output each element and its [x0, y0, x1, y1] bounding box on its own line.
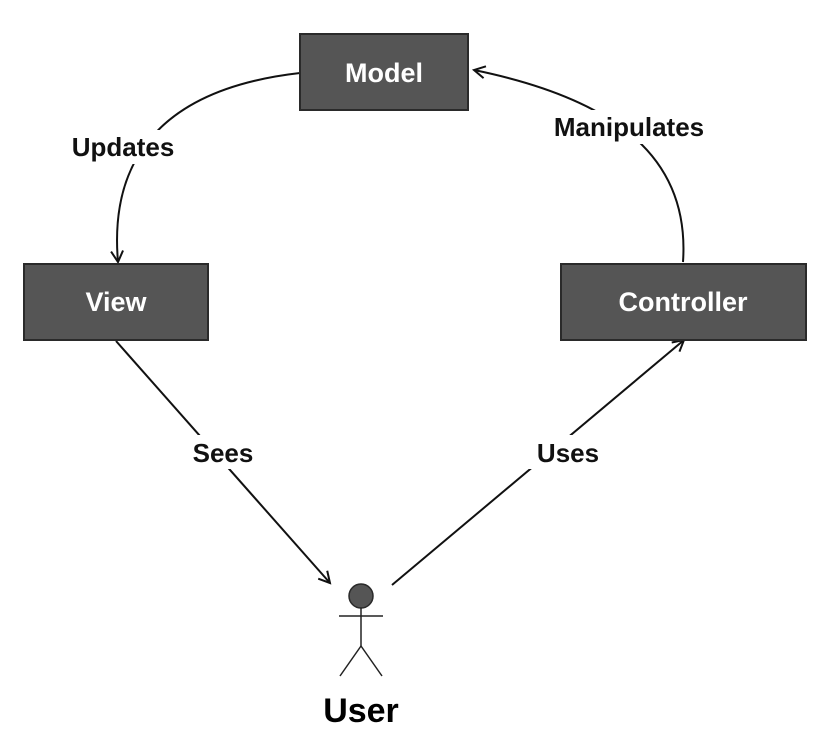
user-label: User — [323, 692, 399, 730]
manipulates-label: Manipulates — [554, 112, 704, 142]
model-node: Model — [299, 33, 469, 111]
uses-label: Uses — [537, 438, 599, 468]
controller-label: Controller — [618, 287, 747, 317]
controller-node: Controller — [560, 263, 807, 341]
model-label: Model — [345, 58, 423, 88]
updates-arrow — [117, 72, 301, 262]
manipulates-arrow — [474, 70, 685, 263]
sees-label: Sees — [193, 438, 254, 468]
view-node: View — [23, 263, 209, 341]
view-label: View — [85, 287, 147, 317]
updates-label: Updates — [72, 132, 175, 162]
user-actor-icon — [339, 583, 383, 677]
